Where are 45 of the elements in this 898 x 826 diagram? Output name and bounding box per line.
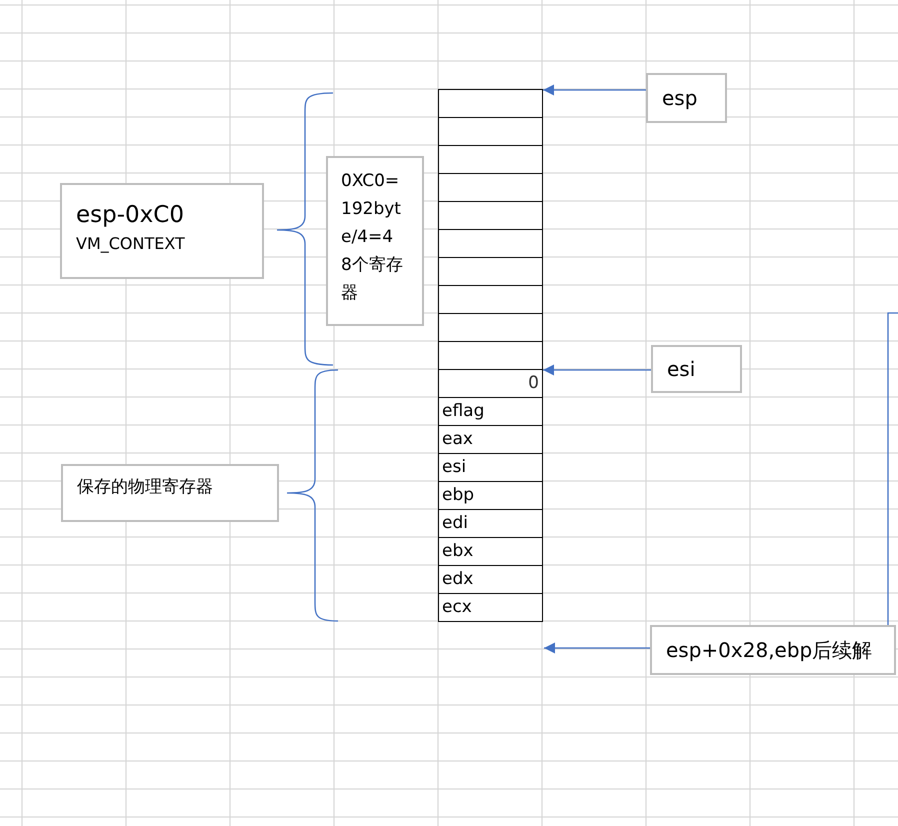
note-text: 保存的物理寄存器 <box>77 476 213 498</box>
text-box <box>326 156 424 326</box>
stack-slot <box>438 425 543 454</box>
register-name: ebx <box>442 540 474 563</box>
stack-slot <box>438 257 543 286</box>
text-box <box>61 464 279 522</box>
note-text: esi <box>667 357 696 381</box>
connector-line <box>887 312 898 625</box>
register-name: ebp <box>442 484 476 507</box>
stack-slot <box>438 397 543 426</box>
stack-slot <box>438 509 543 538</box>
register-name: edi <box>442 512 469 535</box>
stack-slot <box>438 313 543 342</box>
stack-slot <box>438 201 543 230</box>
stack-slot <box>438 285 543 314</box>
text-box <box>60 183 264 279</box>
text-box <box>646 73 727 123</box>
register-name: eax <box>442 428 474 451</box>
stack-slot <box>438 537 543 566</box>
stack-slot <box>438 341 543 370</box>
stack-slot <box>438 593 543 622</box>
text-box <box>651 345 742 393</box>
register-name: eflag <box>442 400 486 423</box>
arrow <box>543 84 646 96</box>
note-text: esp <box>662 86 698 110</box>
stack-slot <box>438 145 543 174</box>
stack-slot <box>438 565 543 594</box>
register-name: edx <box>442 568 474 591</box>
note-text: 0XC0=192byte/4=48个寄存器 <box>341 170 403 305</box>
stack-slot <box>438 229 543 258</box>
stack-slot <box>438 173 543 202</box>
arrow <box>543 364 651 376</box>
register-name: esi <box>442 456 468 479</box>
note-text: esp-0xC0 <box>76 201 185 230</box>
stack-slot <box>438 117 543 146</box>
stack-slot <box>438 481 543 510</box>
stack-slot <box>438 369 543 398</box>
register-name: ecx <box>442 596 473 619</box>
register-name: 0 <box>527 372 539 395</box>
stack-slot <box>438 453 543 482</box>
text-box <box>650 625 896 675</box>
stack-slot <box>438 89 543 118</box>
context-label: VM_CONTEXT <box>76 233 186 255</box>
arrow <box>544 642 650 654</box>
note-text: esp+0x28,ebp后续解 <box>666 636 872 664</box>
